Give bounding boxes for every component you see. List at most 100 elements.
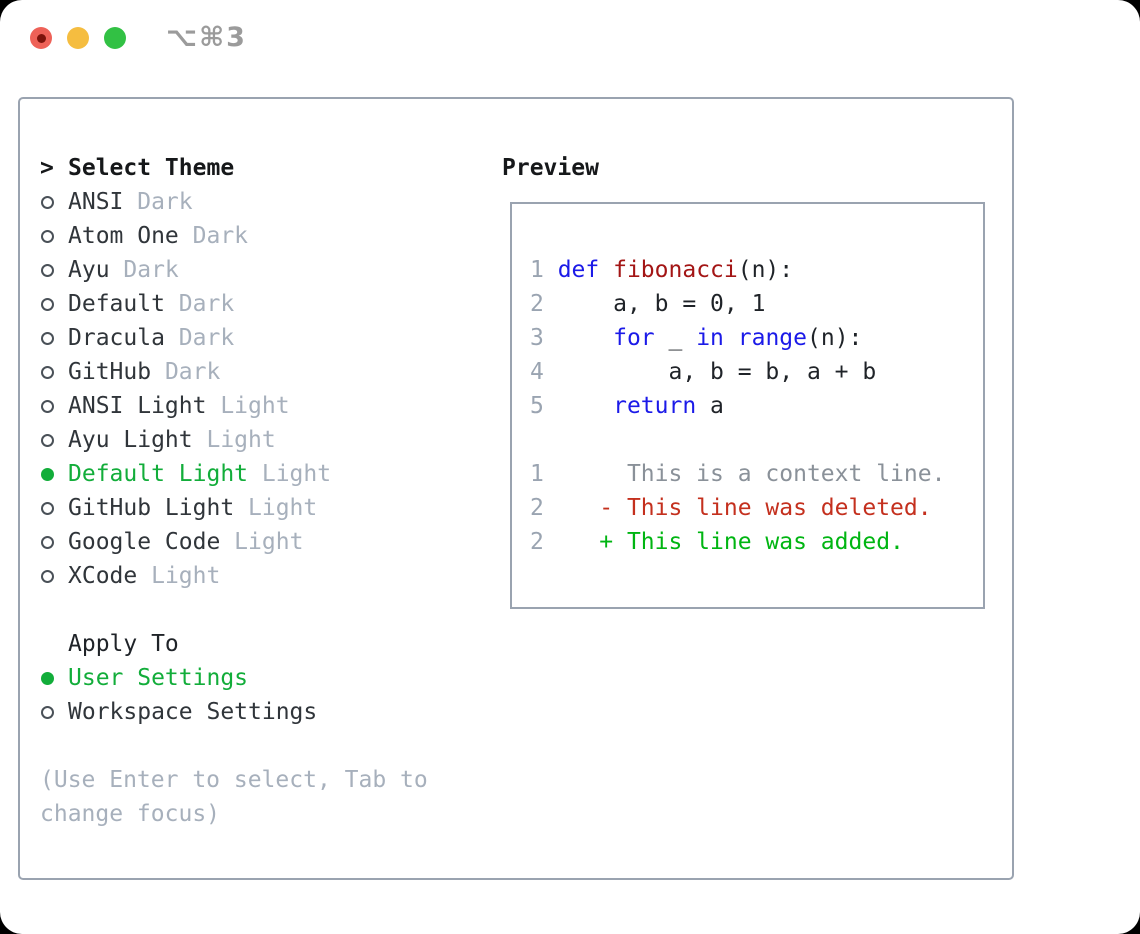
code-line: 4 a, b = b, a + b [530, 355, 983, 389]
theme-variant: Dark [164, 325, 235, 351]
theme-variant: Light [206, 393, 290, 419]
code-token: - This line was deleted. [557, 495, 932, 521]
line-number: 3 [530, 325, 558, 351]
radio-icon [40, 229, 68, 243]
theme-option[interactable]: ANSI Dark [40, 185, 480, 219]
theme-name: Default Light [68, 461, 249, 487]
zoom-button[interactable] [104, 27, 126, 49]
theme-variant: Dark [151, 359, 221, 385]
select-theme-header: > Select Theme [40, 151, 480, 185]
line-number: 2 [530, 291, 558, 317]
help-text: (Use Enter to select, Tab to change focu… [40, 767, 428, 827]
theme-variant: Dark [109, 257, 179, 283]
code-line: 2 - This line was deleted. [530, 491, 983, 525]
theme-variant: Light [234, 495, 318, 521]
line-number: 2 [530, 529, 558, 555]
theme-variant: Light [220, 529, 304, 555]
theme-name: Google Code [68, 529, 221, 555]
theme-variant: Light [137, 563, 221, 589]
theme-option[interactable]: GitHub Light Light [40, 491, 480, 525]
theme-option[interactable]: Google Code Light [40, 525, 480, 559]
radio-selected-icon [40, 671, 68, 685]
code-line: 5 return a [530, 389, 983, 423]
apply-to-label: Apply To [68, 631, 179, 657]
theme-option[interactable]: Atom One Dark [40, 219, 480, 253]
code-token [558, 325, 613, 351]
window-title: ⌥⌘3 [166, 22, 247, 53]
line-number: 1 [530, 461, 558, 487]
code-line: 2 + This line was added. [530, 525, 983, 559]
code-line: 3 for _ in range(n): [530, 321, 983, 355]
theme-variant: Dark [178, 223, 249, 249]
code-line: 1 This is a context line. [530, 457, 983, 491]
minimize-button[interactable] [67, 27, 89, 49]
line-number: 1 [530, 257, 558, 283]
code-token: (n): [807, 325, 863, 351]
theme-variant: Dark [164, 291, 235, 317]
theme-name: GitHub [68, 359, 152, 385]
theme-option[interactable]: Dracula Dark [40, 321, 480, 355]
code-line: 1 def fibonacci(n): [530, 253, 983, 287]
theme-name: ANSI [68, 189, 124, 215]
radio-icon [40, 297, 68, 311]
theme-name: Dracula [68, 325, 165, 351]
line-number: 5 [530, 393, 558, 419]
select-theme-label: Select Theme [68, 155, 235, 181]
code-token [599, 257, 613, 283]
code-token: a, b = 0, 1 [557, 291, 766, 317]
titlebar: ⌥⌘3 [0, 0, 1140, 70]
theme-option[interactable]: Default Dark [40, 287, 480, 321]
code-line: 2 a, b = 0, 1 [530, 287, 983, 321]
radio-icon [40, 433, 68, 447]
apply-to-header: Apply To [40, 627, 480, 661]
code-token: This is a context line. [557, 461, 946, 487]
radio-icon [40, 365, 68, 379]
focus-caret-icon: > [40, 155, 54, 181]
line-number: 4 [530, 359, 558, 385]
apply-to-option[interactable]: Workspace Settings [40, 695, 480, 729]
radio-icon [40, 569, 68, 583]
radio-icon [40, 399, 68, 413]
code-token: fibonacci [613, 257, 738, 283]
theme-name: ANSI Light [68, 393, 207, 419]
apply-to-option[interactable]: User Settings [40, 661, 480, 695]
theme-name: Ayu [68, 257, 110, 283]
theme-variant: Light [192, 427, 276, 453]
theme-option[interactable]: Default Light Light [40, 457, 480, 491]
close-dot-icon [36, 33, 46, 43]
apply-option-label: User Settings [68, 665, 249, 691]
apply-option-label: Workspace Settings [68, 699, 318, 725]
line-number [530, 427, 544, 453]
code-token: in [696, 325, 724, 351]
code-line [530, 423, 983, 457]
theme-name: Ayu Light [68, 427, 193, 453]
code-token: _ [654, 325, 697, 351]
theme-name: Default [68, 291, 165, 317]
radio-selected-icon [40, 467, 68, 481]
theme-option[interactable]: ANSI Light Light [40, 389, 480, 423]
code-token: a [696, 393, 724, 419]
code-token: def [557, 257, 600, 283]
theme-option[interactable]: XCode Light [40, 559, 480, 593]
code-token [558, 393, 613, 419]
theme-option[interactable]: Ayu Dark [40, 253, 480, 287]
theme-name: GitHub Light [68, 495, 235, 521]
radio-icon [40, 263, 68, 277]
code-token: return [613, 393, 697, 419]
code-token [724, 325, 738, 351]
close-button[interactable] [30, 27, 52, 49]
radio-icon [40, 705, 68, 719]
theme-name: XCode [68, 563, 138, 589]
theme-option[interactable]: GitHub Dark [40, 355, 480, 389]
theme-option[interactable]: Ayu Light Light [40, 423, 480, 457]
theme-variant: Light [248, 461, 332, 487]
radio-icon [40, 195, 68, 209]
